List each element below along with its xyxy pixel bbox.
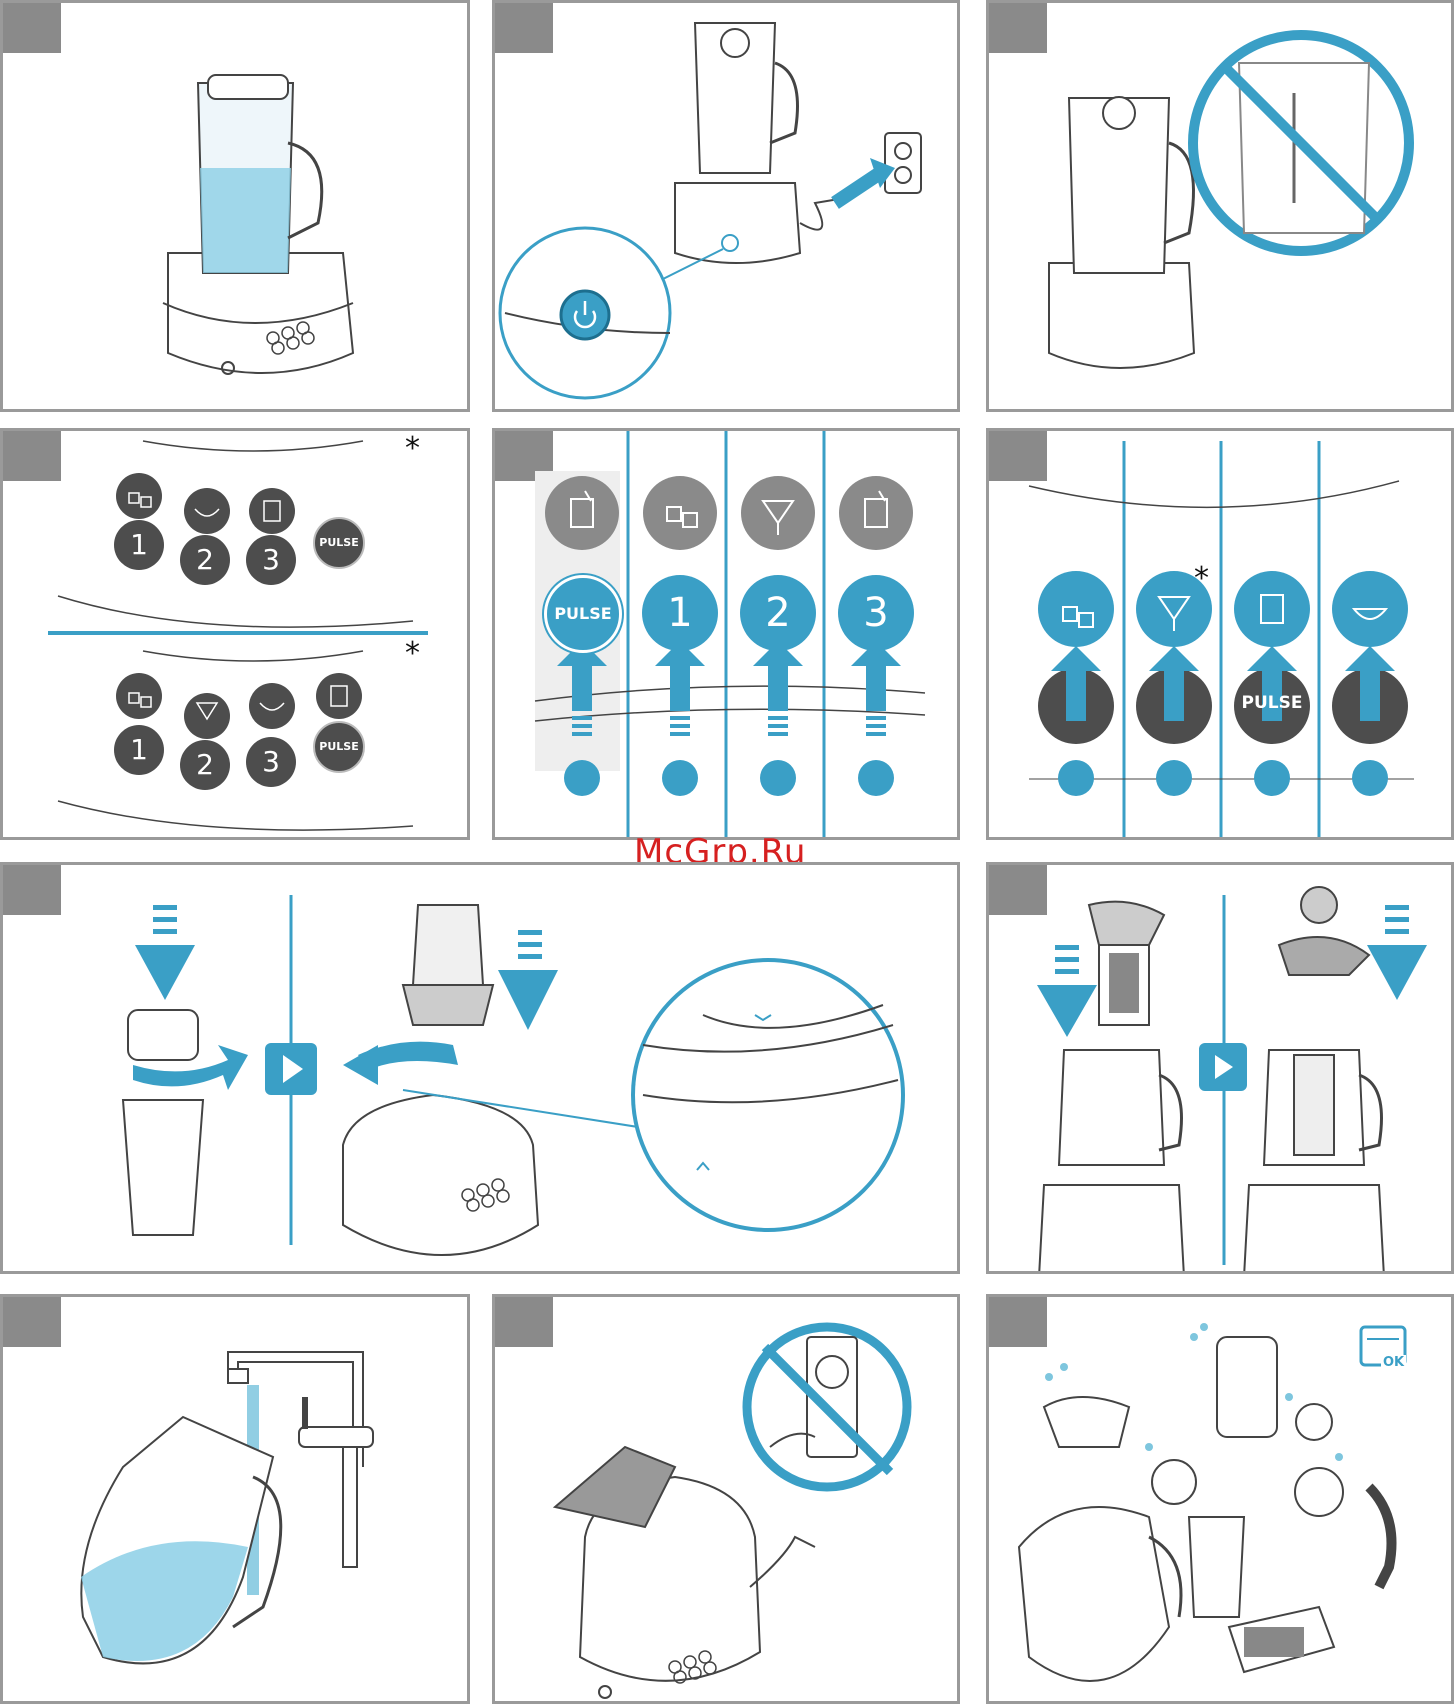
pulse-button: PULSE xyxy=(544,575,622,653)
dishwasher-ok-badge: OK xyxy=(1381,1355,1406,1370)
top-button-1: 1 xyxy=(114,520,164,570)
bottom-pulse-button: PULSE xyxy=(313,721,365,773)
blender-plug-illustration xyxy=(495,3,960,412)
panel-power-on xyxy=(492,0,960,412)
top-asterisk: * xyxy=(405,431,420,466)
panel-filter-insert xyxy=(986,862,1454,1274)
panel-to-go-assembly xyxy=(0,862,960,1274)
top-button-3: 3 xyxy=(246,535,296,585)
blender-filled-illustration xyxy=(3,3,470,412)
rinse-under-tap-illustration xyxy=(3,1297,470,1704)
panel-fill-jug xyxy=(0,0,470,412)
auto-program-diagram xyxy=(989,431,1454,840)
wipe-base-illustration xyxy=(495,1297,960,1704)
bottom-button-2: 2 xyxy=(180,740,230,790)
top-button-2: 2 xyxy=(180,535,230,585)
program-button-1: 1 xyxy=(642,575,718,651)
program-button-3: 3 xyxy=(838,575,914,651)
panel-select-program: PULSE 1 2 3 xyxy=(492,428,960,840)
top-pulse-button: PULSE xyxy=(313,517,365,569)
panel-control-layouts: 1 2 3 PULSE * 1 2 3 PULSE * xyxy=(0,428,470,840)
bottom-button-3: 3 xyxy=(246,737,296,787)
panel-wipe-base xyxy=(492,1294,960,1704)
auto-asterisk: * xyxy=(1194,561,1209,596)
panel-dishwasher-safe: OK xyxy=(986,1294,1454,1704)
program-button-2: 2 xyxy=(740,575,816,651)
filter-insert-illustration xyxy=(989,865,1454,1274)
to-go-cup-illustration xyxy=(3,865,960,1274)
blender-warning-illustration xyxy=(989,3,1454,412)
panel-no-fork xyxy=(986,0,1454,412)
pulse-label: PULSE xyxy=(1234,693,1310,713)
bottom-asterisk: * xyxy=(405,636,420,671)
panel-rinse-jug xyxy=(0,1294,470,1704)
panel-auto-programs: * PULSE xyxy=(986,428,1454,840)
control-panel-diagram xyxy=(3,431,470,840)
bottom-button-1: 1 xyxy=(114,725,164,775)
